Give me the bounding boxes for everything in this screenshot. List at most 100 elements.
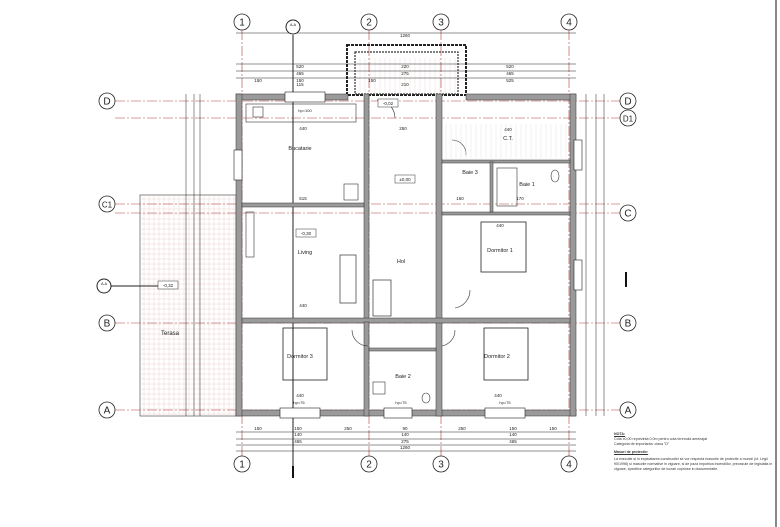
grid-bubble-C1 (98, 195, 116, 213)
sink-icon (372, 381, 386, 395)
room-label-c-t-: C.T. (503, 136, 513, 142)
room-label-dormitor-2: Dormitor 2 (484, 354, 510, 360)
kitchen-counter (245, 103, 357, 123)
dimension-text: 250 (458, 426, 466, 431)
room-label-bucatarie: Bucatarie (288, 146, 311, 152)
grid-bubble-label-A: A (625, 406, 632, 417)
toilet-icon (550, 169, 560, 183)
dimension-text: 210 (401, 82, 409, 87)
wall-interior (363, 321, 370, 417)
dimension-text: 275 (401, 439, 409, 444)
section-marker-left (96, 278, 112, 294)
grid-bubble-2 (360, 455, 378, 473)
dimension-text: 150 (254, 426, 262, 431)
dimension-text: 150 (368, 78, 376, 83)
grid-bubble-label-4: 4 (566, 18, 572, 29)
dimension-text: 515 (299, 196, 307, 201)
room-label-baie-1: Baie 1 (519, 182, 535, 188)
terrace-outline (139, 194, 237, 417)
section-marker-label: A-A (290, 23, 297, 27)
window (279, 407, 321, 419)
grid-bubble-label-D: D (103, 97, 110, 108)
window-mark-text: hp=75 (395, 400, 407, 405)
grid-bubble-label-4: 4 (566, 460, 572, 471)
bed-2 (483, 327, 529, 381)
notes-block: NOTA: Cota ±0,00 reprezinta 0,0m pentru … (614, 432, 779, 472)
bathtub (496, 167, 518, 207)
dimension-text: 250 (399, 126, 407, 131)
wall-interior (435, 93, 443, 417)
dimension-text: 440 (504, 127, 512, 132)
level-box (295, 228, 317, 238)
window (484, 407, 526, 419)
wall-interior (489, 161, 494, 213)
notes-title: NOTA: (614, 432, 626, 436)
dimension-text: 150 (296, 78, 304, 83)
window-mark-text: hp=75 (499, 400, 511, 405)
wall-interior (241, 202, 365, 208)
window (284, 91, 326, 103)
porch-outline (346, 44, 467, 96)
grid-bubble-label-B: B (104, 319, 111, 330)
wall-exterior (569, 93, 577, 417)
stove-icon (252, 106, 264, 118)
window (573, 259, 583, 291)
grid-bubble-A (98, 401, 116, 419)
grid-bubble-4 (560, 455, 578, 473)
dimension-text: 220 (401, 64, 409, 69)
grid-bubble-3 (432, 13, 450, 31)
sofa (339, 254, 357, 304)
dimension-text: 90 (402, 426, 408, 431)
grid-bubble-C (619, 204, 637, 222)
wall-interior (241, 317, 571, 324)
door-swing (441, 329, 456, 347)
wall-interior (368, 347, 437, 352)
dimension-text: 1260 (400, 33, 411, 38)
grid-bubble-label-1: 1 (239, 460, 245, 471)
grid-bubble-label-D1: D1 (623, 115, 634, 124)
dimension-text: 520 (296, 64, 304, 69)
dimension-text: 250 (344, 426, 352, 431)
grid-bubble-label-C1: C1 (102, 201, 113, 210)
wardrobe (372, 279, 392, 317)
dimension-text: 465 (509, 439, 517, 444)
dimension-text: 140 (401, 432, 409, 437)
wall-interior (441, 159, 571, 164)
dimension-text: 465 (296, 71, 304, 76)
wall-exterior (465, 93, 577, 101)
fridge (343, 183, 359, 201)
room-label-baie-3: Baie 3 (462, 170, 478, 176)
terrace-hatch (139, 44, 467, 417)
dimension-text: 465 (294, 439, 302, 444)
grid-bubble-D (98, 92, 116, 110)
dimension-text: 440 (494, 393, 502, 398)
notes-subtitle: Masuri de protectie: (614, 450, 649, 454)
room-label-dormitor-3: Dormitor 3 (287, 354, 313, 360)
grid-bubble-label-1: 1 (239, 18, 245, 29)
grid-bubble-label-A: A (104, 406, 111, 417)
wall-interior (363, 93, 370, 323)
stairs (245, 211, 255, 258)
dimension-text: 1260 (400, 445, 411, 450)
grid-bubble-label-D: D (624, 97, 631, 108)
wall-exterior (235, 93, 243, 417)
room-label-dormitor-1: Dormitor 1 (487, 248, 513, 254)
dimension-text: 525 (506, 78, 514, 83)
door-swing (454, 289, 471, 309)
notes-paragraph: La executie si in exploatarea constructi… (614, 457, 773, 471)
room-label-hol: Hol (397, 259, 405, 265)
level-mark: -0,32 (163, 283, 174, 288)
room-label-baie-2: Baie 2 (395, 374, 411, 380)
grid-bubble-D (619, 92, 637, 110)
room-label-terasa: Terasa (161, 331, 180, 337)
level-box (394, 174, 416, 184)
section-marker-top (285, 19, 301, 35)
door-swing (451, 139, 467, 156)
dimension-text: 170 (516, 196, 524, 201)
grid-bubble-label-3: 3 (438, 460, 444, 471)
walls (233, 91, 583, 419)
grid-bubble-D1 (619, 109, 637, 127)
level-mark: -0,02 (383, 101, 394, 106)
